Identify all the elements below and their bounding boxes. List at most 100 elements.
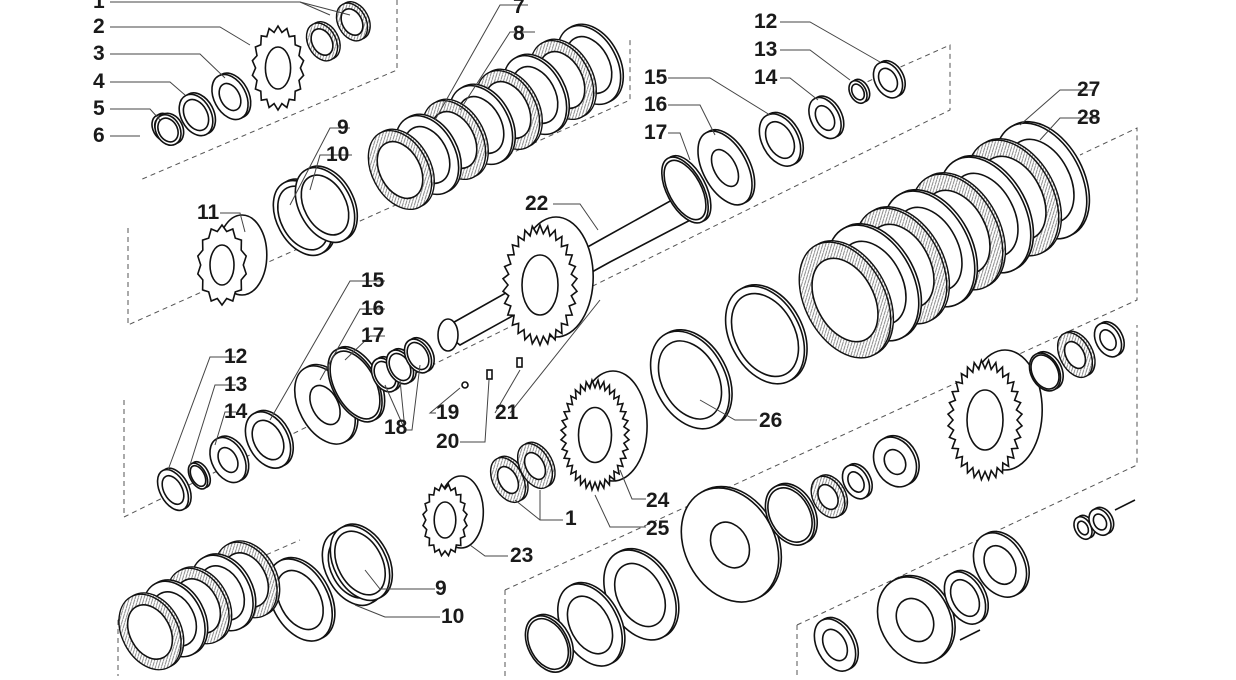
flange xyxy=(876,574,956,664)
ball-19 xyxy=(461,381,469,389)
leader-line-16 xyxy=(668,104,716,136)
callout-labels: 1 2 3 4 5 6 7 8 9 10 11 12 13 14 15 16 1… xyxy=(93,0,1101,628)
gear-25-bore xyxy=(577,406,613,464)
leader-line-22 xyxy=(319,308,385,381)
spring-15 xyxy=(758,111,805,167)
drum-gear-22 xyxy=(501,216,594,348)
leader-line-33 xyxy=(509,299,601,414)
callout-13: 13 xyxy=(754,38,777,61)
leader-lines xyxy=(110,1,1100,618)
callout-16b: 16 xyxy=(361,297,384,320)
leader-line-41 xyxy=(354,604,440,618)
snap-ring-c-bore xyxy=(526,617,570,671)
snap-ring xyxy=(764,482,819,546)
bearing-3-bore xyxy=(218,82,242,112)
leader-line-21 xyxy=(269,280,385,421)
needle-bearing-1a-bore xyxy=(310,28,334,56)
snap-ring-b xyxy=(1028,350,1064,392)
needle-bearing-1d-bore xyxy=(523,451,547,481)
leader-line-0 xyxy=(110,1,331,16)
washer-a xyxy=(1073,514,1096,541)
nut-12b xyxy=(156,467,192,512)
leader-line-31 xyxy=(460,379,490,443)
needle-bearing-1a xyxy=(305,21,341,62)
seat-14 xyxy=(808,95,845,140)
leader-line-14 xyxy=(780,77,819,101)
nut-12 xyxy=(872,59,906,99)
callout-12: 12 xyxy=(754,10,777,33)
leader-line-27 xyxy=(428,387,461,414)
leader-line-28 xyxy=(405,364,421,431)
callout-16: 16 xyxy=(644,93,667,116)
spur-gear-2 xyxy=(251,24,305,112)
clutch-disc-right-0 xyxy=(798,240,895,359)
seat-14b-bore xyxy=(217,446,239,474)
callout-9b: 9 xyxy=(435,577,447,600)
callout-17: 17 xyxy=(644,121,667,144)
leader-line-12 xyxy=(780,21,881,63)
callout-14b: 14 xyxy=(224,400,248,423)
pressure-plate-26-bore xyxy=(657,340,723,420)
callout-10b: 10 xyxy=(441,605,464,628)
washer-5-bore xyxy=(157,117,179,143)
spring-pack-b xyxy=(556,581,626,667)
snap-ring-bore xyxy=(767,487,813,543)
leader-line-37 xyxy=(514,499,563,521)
leader-line-8 xyxy=(459,31,535,111)
callout-1: 1 xyxy=(93,0,105,13)
shaft-end xyxy=(437,318,459,352)
callout-28: 28 xyxy=(1077,106,1101,129)
leader-line-2 xyxy=(110,26,251,46)
callout-5: 5 xyxy=(93,97,105,120)
callout-24: 24 xyxy=(646,489,670,512)
callout-4: 4 xyxy=(93,70,105,93)
group-outline-top-left xyxy=(127,40,631,326)
leader-line-5 xyxy=(110,108,161,121)
callout-12b: 12 xyxy=(224,345,247,368)
leader-line-1 xyxy=(299,1,351,16)
bearing xyxy=(810,474,849,519)
hub-10-bore xyxy=(300,174,350,236)
sleeve-gear-23-bore xyxy=(433,501,457,539)
callout-7: 7 xyxy=(513,0,525,18)
callout-11: 11 xyxy=(197,201,220,224)
callout-13b: 13 xyxy=(224,373,247,396)
callout-1b: 1 xyxy=(565,507,577,530)
seal-ring-18c-bore xyxy=(406,341,430,371)
snap-ring-17-bore xyxy=(663,159,707,221)
leader-line-26 xyxy=(214,411,236,446)
bearing-f-bore xyxy=(821,628,849,662)
seal-bore xyxy=(949,578,981,618)
needle-bearing-1d xyxy=(516,441,556,490)
circlip-13b-bore xyxy=(189,464,207,488)
gear-25 xyxy=(559,370,648,493)
group-outline-middle xyxy=(123,44,951,518)
sleeve-bore xyxy=(883,448,907,476)
seal-ring-18c xyxy=(403,336,436,374)
circlip-13b xyxy=(187,460,212,490)
leader-line-29 xyxy=(399,379,406,431)
spacer-bore xyxy=(847,471,865,493)
spring-pack-b-bore xyxy=(566,595,614,655)
callout-2: 2 xyxy=(93,15,105,38)
washer-4 xyxy=(178,92,217,137)
spring-seat-16b-bore xyxy=(309,384,341,426)
leader-line-18 xyxy=(553,203,599,231)
callout-9: 9 xyxy=(337,116,349,139)
callout-19: 19 xyxy=(436,401,459,424)
leader-line-17 xyxy=(668,132,691,161)
pin-20 xyxy=(486,369,493,380)
washer-b xyxy=(1088,506,1115,537)
needle-bearing-1c-bore xyxy=(496,465,520,495)
leader-line-30 xyxy=(384,384,406,431)
needle-bearing-e-bore xyxy=(1063,340,1087,370)
callout-23: 23 xyxy=(510,544,533,567)
callout-22: 22 xyxy=(525,192,548,215)
leader-line-25 xyxy=(189,384,236,466)
thrust-washer xyxy=(266,556,336,642)
spring-15b-bore xyxy=(251,419,285,461)
sleeve xyxy=(872,434,920,488)
hub-10 xyxy=(294,165,359,244)
